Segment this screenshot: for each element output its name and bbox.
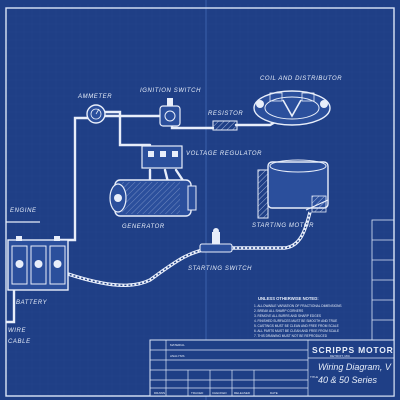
wire-ignition-resistor	[170, 124, 215, 130]
ammeter-component	[86, 104, 106, 124]
coil-distributor-label: COIL AND DISTRIBUTOR	[260, 76, 342, 82]
note-3: 3. REMOVE ALL BURRS AND SHARP EDGES	[254, 314, 321, 318]
company-city: DETROIT, MIC	[330, 354, 351, 358]
title-block-analysis: ANALYSIS	[170, 354, 184, 358]
generator-component	[109, 179, 197, 217]
paper-grid	[4, 4, 396, 396]
drawing-title: Wiring Diagram, V	[318, 362, 392, 372]
battery-starter-cable	[61, 211, 312, 287]
title-block-checked: CHECKED	[212, 391, 228, 395]
starting-motor-component	[257, 159, 329, 219]
title-block-drawn: DRAWN	[154, 391, 165, 395]
battery-component	[7, 236, 69, 291]
note-5: 5. CASTINGS MUST BE CLEAN AND FREE FROM …	[254, 324, 339, 328]
coil-distributor-component	[253, 90, 331, 126]
note-4: 4. FINISHED SURFACES MUST BE SMOOTH AND …	[254, 319, 337, 323]
note-6: 6. ALL PARTS MUST BE CLEAN AND FREE FROM…	[254, 329, 339, 333]
wire-ammeter-regulator	[91, 110, 152, 147]
notes-title: UNLESS OTHERWISE NOTED:	[258, 296, 319, 301]
ammeter-label: AMMETER	[77, 94, 112, 100]
starting-motor-label: STARTING MOTOR	[252, 223, 314, 229]
title-block-material: MATERIAL	[170, 343, 185, 347]
ignition-switch-label: IGNITION SWITCH	[140, 88, 201, 94]
notes-block: UNLESS OTHERWISE NOTED: 1. ALLOWABLE VAR…	[254, 296, 342, 338]
ignition-switch-component	[159, 98, 181, 127]
starting-switch-component	[199, 228, 233, 253]
title-block-date: DATE	[270, 391, 278, 395]
resistor-label: RESISTOR	[208, 111, 243, 117]
battery-label: BATTERY	[16, 300, 48, 306]
title-block-released: RELEASED	[234, 391, 251, 395]
title-block-title-caption: TITLE	[310, 375, 318, 379]
note-1: 1. ALLOWABLE VARIATION OF FRACTIONAL DIM…	[254, 304, 342, 308]
voltage-regulator-component	[141, 145, 183, 169]
company-name: SCRIPPS MOTOR	[312, 345, 394, 355]
resistor-component	[212, 120, 238, 131]
note-2: 2. BREAK ALL SHARP CORNERS	[254, 309, 303, 313]
voltage-regulator-label: VOLTAGE REGULATOR	[186, 151, 262, 157]
ground-cable-label: CABLE	[8, 339, 31, 345]
engine-label: ENGINE	[10, 208, 37, 214]
note-7: 7. THIS DRAWING MUST NOT BE REPRODUCED	[254, 334, 328, 338]
generator-label: GENERATOR	[122, 224, 165, 230]
title-block-traced: TRACED	[191, 391, 204, 395]
ground-cable	[6, 290, 16, 324]
title-block: MATERIAL ANALYSIS DRAWN TRACED CHECKED R…	[149, 339, 395, 397]
drawing-series: 40 & 50 Series	[318, 375, 378, 385]
starting-switch-label: STARTING SWITCH	[188, 266, 252, 272]
ground-wire-label: WIRE	[8, 328, 26, 334]
